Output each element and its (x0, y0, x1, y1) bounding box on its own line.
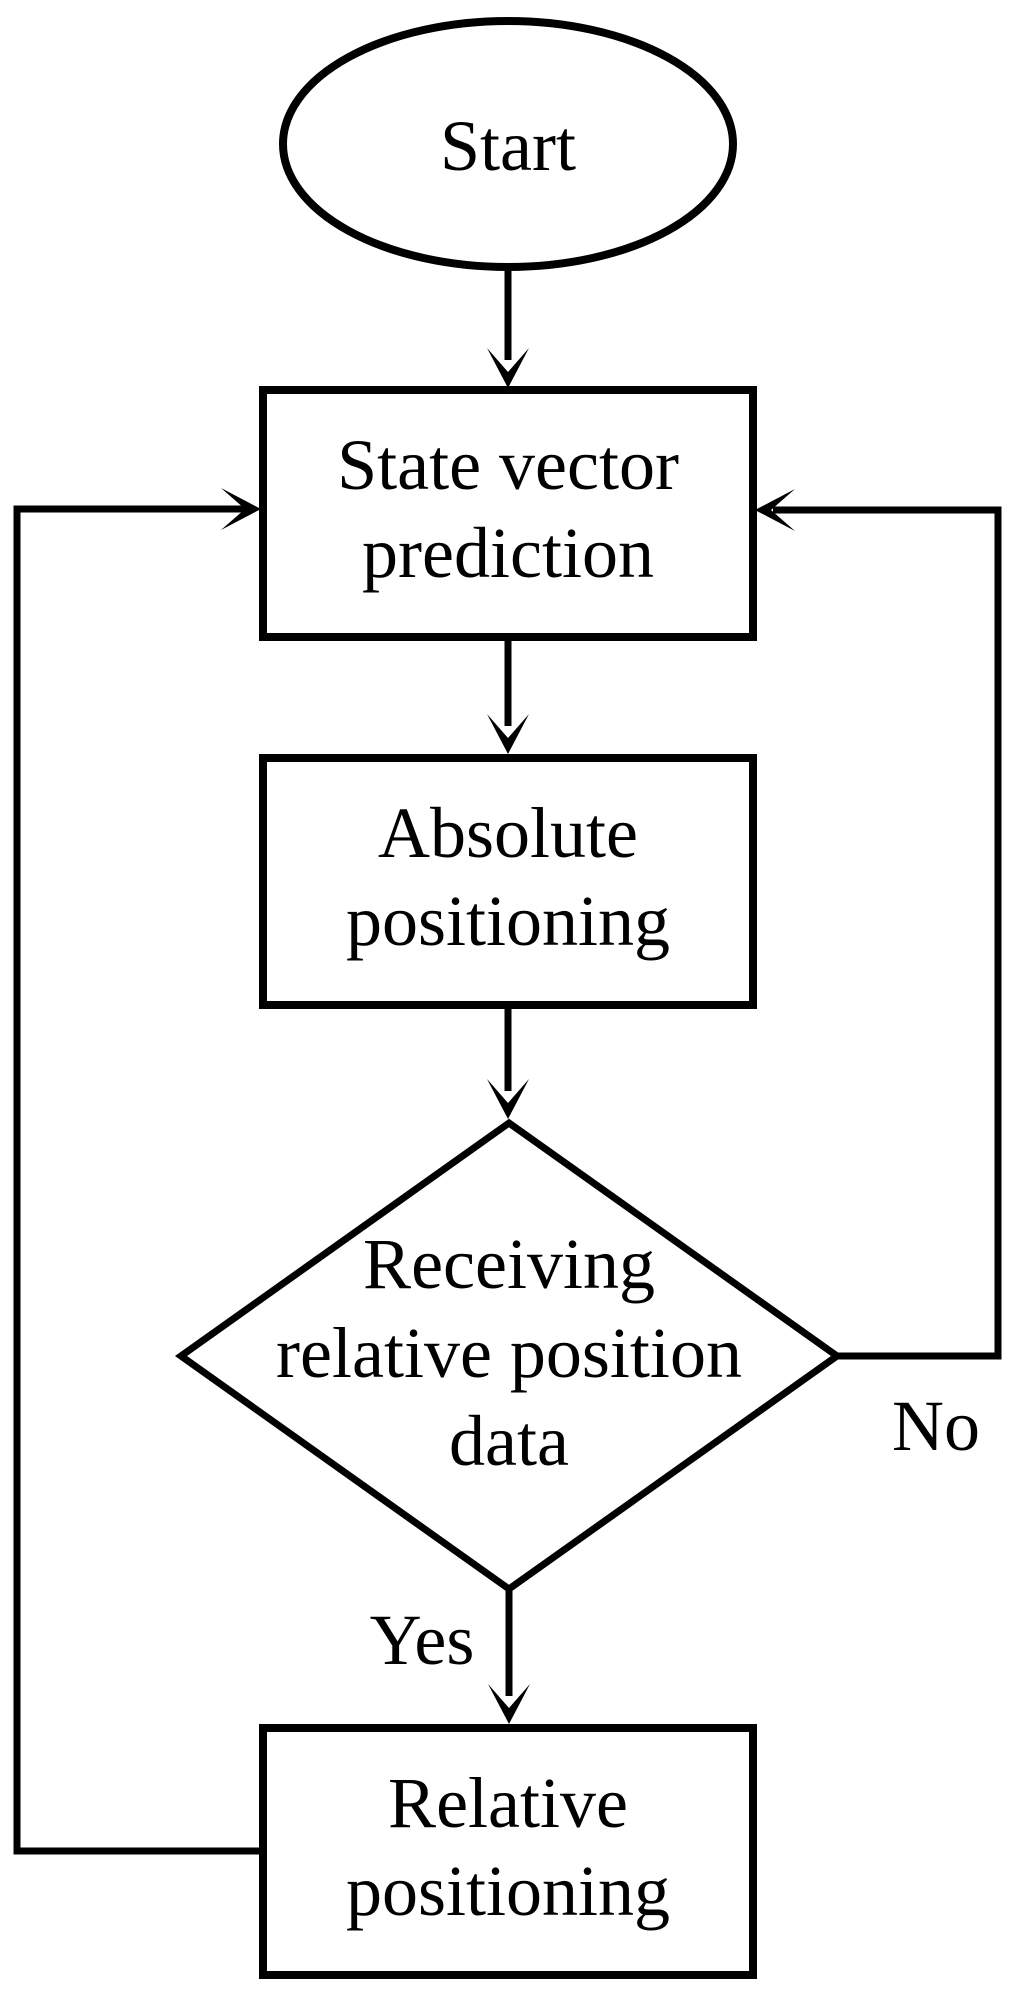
start-ellipse (279, 17, 737, 271)
absolute-positioning-box (259, 754, 757, 1009)
yes-label: Yes (370, 1600, 475, 1680)
relative-loop-line (13, 505, 263, 1855)
relative-positioning-box (259, 1724, 757, 1979)
start-to-prediction-arrowhead-icon (487, 348, 529, 388)
decision-label-line3: data (449, 1401, 569, 1481)
relative-loop-arrowhead-icon (221, 488, 261, 530)
node-absolute-positioning: Absolute positioning (259, 754, 757, 1009)
decision-label-line1: Receiving (363, 1224, 655, 1304)
prediction-to-absolute-arrowhead-icon (487, 714, 529, 754)
node-state-vector-prediction: State vector prediction (259, 386, 757, 641)
state-vector-prediction-label-line2: prediction (362, 513, 654, 593)
edge-decision-no-loop: No (755, 489, 1002, 1466)
absolute-positioning-label-line1: Absolute (378, 793, 638, 873)
no-loop-line (773, 506, 1002, 1360)
state-vector-prediction-label-line1: State vector (337, 425, 679, 505)
absolute-positioning-label-line2: positioning (346, 881, 670, 961)
edge-start-to-prediction (487, 267, 529, 388)
edge-absolute-to-decision (487, 1003, 529, 1119)
edge-decision-yes-to-relative: Yes (370, 1589, 530, 1724)
absolute-to-decision-arrowhead-icon (487, 1079, 529, 1119)
start-label: Start (440, 106, 576, 186)
yes-branch-arrowhead-icon (488, 1684, 530, 1724)
node-relative-positioning: Relative positioning (259, 1724, 757, 1979)
edge-prediction-to-absolute (487, 635, 529, 754)
state-vector-prediction-box (259, 386, 757, 641)
no-loop-arrowhead-icon (755, 489, 795, 531)
node-receiving-decision: Receiving relative position data (174, 1118, 844, 1594)
decision-diamond (174, 1118, 844, 1594)
node-start: Start (279, 17, 737, 271)
decision-label-line2: relative position (276, 1313, 742, 1393)
relative-positioning-label-line1: Relative (388, 1763, 628, 1843)
edge-relative-to-prediction-loop (13, 488, 263, 1855)
no-label: No (892, 1386, 980, 1466)
relative-positioning-label-line2: positioning (346, 1851, 670, 1931)
